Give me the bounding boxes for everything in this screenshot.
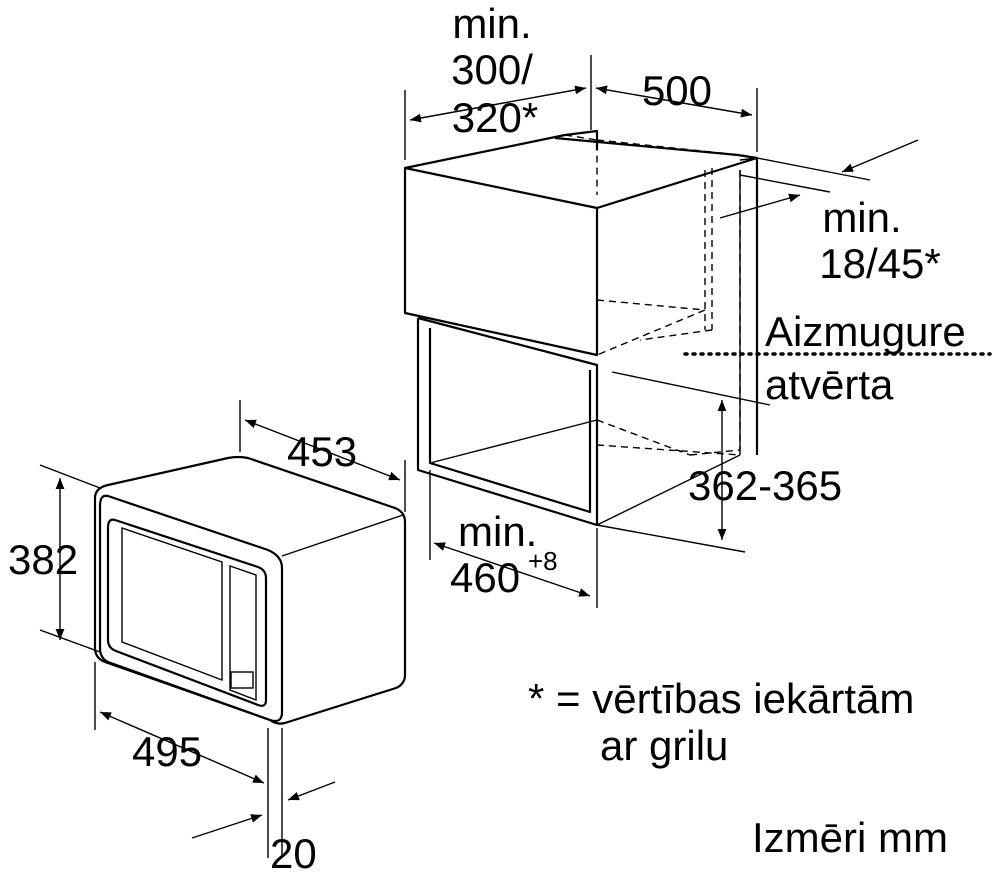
control-panel [229, 565, 257, 702]
hidden-back-edges [564, 134, 741, 456]
niche-width-superscript: +8 [528, 546, 558, 576]
niche-width-label-2: 460 [450, 554, 520, 601]
microwave-depth-arrow [244, 419, 401, 481]
niche-width-label-1: min. [458, 508, 537, 555]
display-icon [230, 671, 254, 689]
upper-cabinet-top [404, 129, 758, 210]
side-gap-label-2: 18/45* [819, 240, 940, 287]
niche-height-label: 362-365 [688, 462, 842, 509]
microwave-width-arrow [99, 711, 265, 784]
cabinet-depth-label-2: 300/ [451, 46, 533, 93]
microwave-front-frame [98, 494, 284, 723]
cabinet-depth-label-3: 320* [452, 94, 538, 141]
wall-cabinet [403, 55, 992, 608]
niche-width-arrow [433, 542, 591, 597]
side-gap-label-1: min. [822, 194, 901, 241]
legend-line-1: * = vērtības iekārtām [528, 675, 914, 722]
upper-cabinet-front [403, 166, 599, 357]
microwave-height-label: 382 [8, 536, 78, 583]
microwave-frame-label: 20 [270, 830, 317, 877]
units-note: Izmēri mm [752, 814, 948, 861]
microwave-width-label: 495 [132, 728, 202, 775]
legend-line-2: ar grilu [600, 722, 728, 769]
microwave-body [93, 455, 407, 725]
microwave-oven [39, 400, 407, 858]
microwave-window [121, 527, 223, 682]
rear-open-label-2: atvērta [765, 361, 894, 408]
width-dimension-arrow [595, 85, 753, 118]
depth-dimension-arrow [409, 85, 587, 123]
cabinet-width-label: 500 [642, 67, 712, 114]
cabinet-top-back [554, 136, 759, 455]
cabinet-depth-label-1: min. [452, 0, 531, 47]
microwave-depth-label: 453 [287, 428, 357, 475]
microwave-door [106, 518, 268, 707]
niche-floor [429, 419, 741, 526]
rear-open-label-1: Aizmugure [765, 308, 966, 355]
